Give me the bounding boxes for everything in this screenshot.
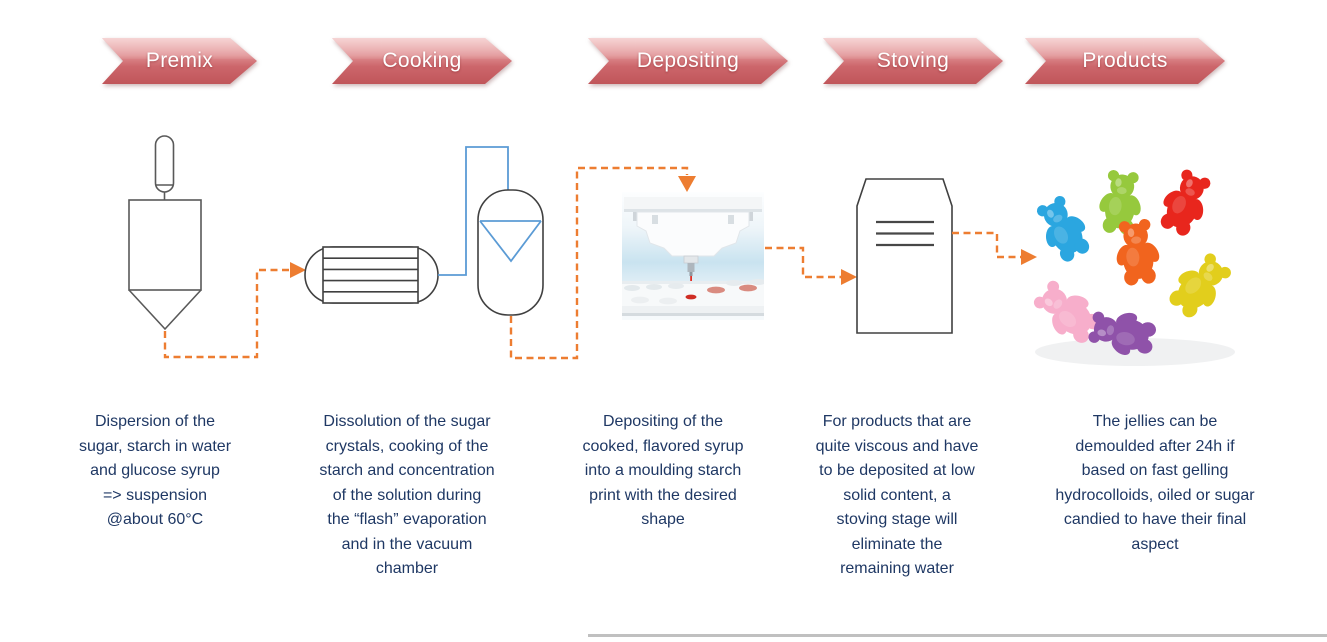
pipe-to-vacuum-chamber [438,146,509,276]
stage-banner-depositing: Depositing [588,38,788,84]
chevron-arrow-shape: Premix [102,38,257,84]
stage-banner-label: Stoving [876,49,950,72]
stage-banner-premix: Premix [102,38,257,84]
stoving-description: For products that are quite viscous and … [815,413,979,577]
products-description: The jellies can be demoulded after 24h i… [1055,413,1255,553]
chevron-arrow-shape: Stoving [823,38,1003,84]
premix-description: Dispersion of the sugar, starch in water… [78,413,232,528]
flow-arrow-stoving-to-products [952,231,1037,265]
flow-arrow-premix-to-cooking [163,262,306,359]
vacuum-chamber-icon [477,189,544,316]
stage-banner-label: Premix [145,49,214,72]
stage-banner-label: Products [1082,49,1168,72]
stage-banner-products: Products [1025,38,1225,84]
chevron-arrow-shape: Products [1025,38,1225,84]
stage-banner-stoving: Stoving [823,38,1003,84]
flow-arrow-depositing-to-stoving [765,246,857,285]
cooking-description: Dissolution of the sugar crystals, cooki… [319,413,495,577]
chevron-arrow-shape: Depositing [588,38,788,84]
stoving-chamber-icon [856,178,953,334]
mixing-tank-icon [128,135,202,331]
stage-banner-label: Cooking [382,49,462,72]
stage-banner-label: Depositing [636,49,740,72]
footer-divider [588,634,1327,637]
chevron-arrow-shape: Cooking [332,38,512,84]
heat-exchanger-icon [304,246,439,304]
gummy-bears-photo [1025,164,1240,366]
flow-arrow-cooking-to-depositing [509,166,696,360]
depositing-description: Depositing of the cooked, flavored syrup… [582,413,744,528]
depositor-photo [622,192,764,320]
stage-banner-cooking: Cooking [332,38,512,84]
